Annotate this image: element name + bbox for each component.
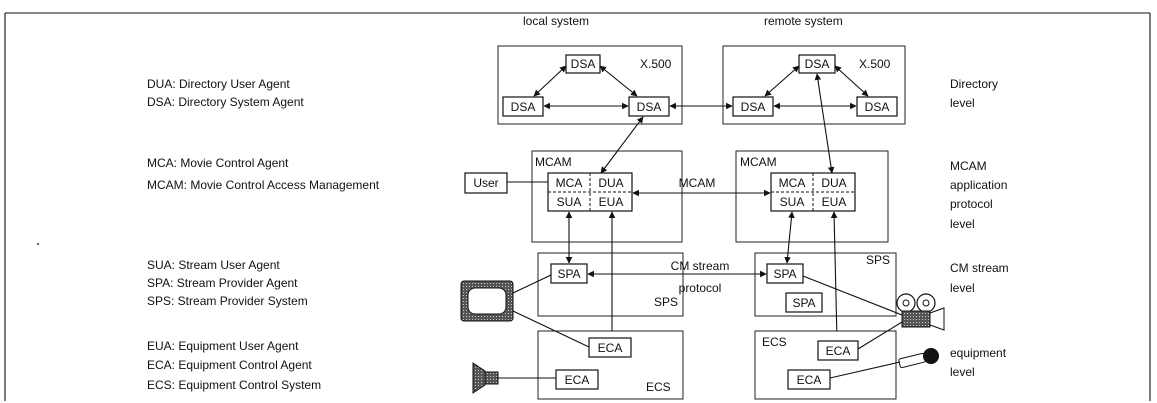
local-dsa-right bbox=[628, 96, 670, 117]
local-dsa-left-label: DSA bbox=[511, 100, 536, 114]
local-dsa-top-label: DSA bbox=[571, 57, 596, 71]
remote-spa-2 bbox=[785, 292, 823, 313]
local-dua-label: DUA bbox=[598, 176, 623, 190]
level-directory-line1: Directory bbox=[950, 77, 998, 91]
remote-dsa-top bbox=[798, 54, 836, 74]
stray-dot bbox=[37, 243, 39, 245]
microphone-icon bbox=[898, 348, 939, 369]
tv-links bbox=[512, 274, 590, 348]
local-sua-label: SUA bbox=[557, 195, 582, 209]
mcam-link-label: MCAM bbox=[679, 176, 716, 190]
remote-eca-1 bbox=[817, 340, 859, 361]
level-directory-line2: level bbox=[950, 96, 975, 110]
remote-ecs-title: ECS bbox=[762, 335, 787, 349]
stream-links bbox=[565, 211, 841, 341]
user-box bbox=[464, 172, 508, 194]
level-mcam-line1: MCAM bbox=[950, 159, 987, 173]
local-eca-2 bbox=[555, 369, 599, 390]
legend-ecs: ECS: Equipment Control System bbox=[147, 378, 321, 392]
remote-x500-title: X.500 bbox=[859, 57, 891, 71]
local-eca-1 bbox=[588, 337, 632, 358]
remote-spa-1 bbox=[766, 263, 804, 284]
legend-dua: DUA: Directory User Agent bbox=[147, 77, 290, 91]
local-eua-label: EUA bbox=[599, 195, 624, 209]
level-equipment-line1: equipment bbox=[950, 346, 1007, 360]
legend-sps: SPS: Stream Provider System bbox=[147, 294, 308, 308]
level-stream-line1: CM stream bbox=[950, 261, 1009, 275]
remote-eca-2 bbox=[787, 369, 831, 390]
local-eca-2-label: ECA bbox=[565, 373, 590, 387]
remote-spa-1-label: SPA bbox=[773, 267, 796, 281]
local-dsa-right-label: DSA bbox=[637, 100, 662, 114]
level-mcam-line4: level bbox=[950, 217, 975, 231]
remote-dsa-top-label: DSA bbox=[805, 57, 830, 71]
local-mcam-title: MCAM bbox=[535, 155, 572, 169]
legend-sua: SUA: Stream User Agent bbox=[147, 258, 280, 272]
video-camera-icon bbox=[896, 293, 945, 331]
level-mcam-line3: protocol bbox=[950, 197, 993, 211]
remote-sua-label: SUA bbox=[780, 195, 805, 209]
remote-mcam-title: MCAM bbox=[740, 155, 777, 169]
remote-dsa-left-label: DSA bbox=[741, 100, 766, 114]
directory-links bbox=[533, 65, 869, 110]
legend-eca: ECA: Equipment Control Agent bbox=[147, 358, 312, 372]
speaker-icon bbox=[472, 362, 499, 394]
remote-dsa-right-label: DSA bbox=[865, 100, 890, 114]
level-mcam-line2: application bbox=[950, 178, 1007, 192]
remote-eca-2-label: ECA bbox=[797, 373, 822, 387]
remote-eca-1-label: ECA bbox=[826, 344, 851, 358]
tv-monitor-icon bbox=[460, 280, 514, 322]
local-ecs-title: ECS bbox=[646, 380, 671, 394]
level-stream-line2: level bbox=[950, 281, 975, 295]
local-mca-label: MCA bbox=[556, 176, 583, 190]
local-eca-1-label: ECA bbox=[598, 341, 623, 355]
microphone-link bbox=[829, 361, 901, 379]
legend-mcam: MCAM: Movie Control Access Management bbox=[147, 178, 380, 192]
mcam-links bbox=[600, 73, 835, 197]
legend-mca: MCA: Movie Control Agent bbox=[147, 156, 289, 170]
local-spa-label: SPA bbox=[557, 267, 580, 281]
remote-spa-2-label: SPA bbox=[792, 296, 815, 310]
legend-spa: SPA: Stream Provider Agent bbox=[147, 276, 298, 290]
level-equipment-line2: level bbox=[950, 365, 975, 379]
remote-mca-label: MCA bbox=[779, 176, 806, 190]
remote-sps-title: SPS bbox=[866, 253, 890, 267]
local-sps-title: SPS bbox=[654, 295, 678, 309]
local-x500-title: X.500 bbox=[640, 57, 672, 71]
remote-dua-label: DUA bbox=[821, 176, 846, 190]
user-label: User bbox=[473, 176, 498, 190]
remote-dsa-left bbox=[732, 96, 774, 117]
legend-eua: EUA: Equipment User Agent bbox=[147, 339, 299, 353]
cm-stream-link-line2: protocol bbox=[679, 281, 722, 295]
legend-dsa: DSA: Directory System Agent bbox=[147, 95, 304, 109]
local-spa bbox=[550, 263, 588, 284]
header-remote-system: remote system bbox=[764, 14, 843, 28]
camera-links bbox=[802, 275, 903, 350]
local-dsa-top bbox=[565, 54, 601, 74]
remote-eua-label: EUA bbox=[822, 195, 847, 209]
header-local-system: local system bbox=[523, 14, 589, 28]
local-dsa-left bbox=[502, 96, 544, 117]
remote-dsa-right bbox=[856, 96, 898, 117]
cm-stream-link-line1: CM stream bbox=[671, 259, 730, 273]
